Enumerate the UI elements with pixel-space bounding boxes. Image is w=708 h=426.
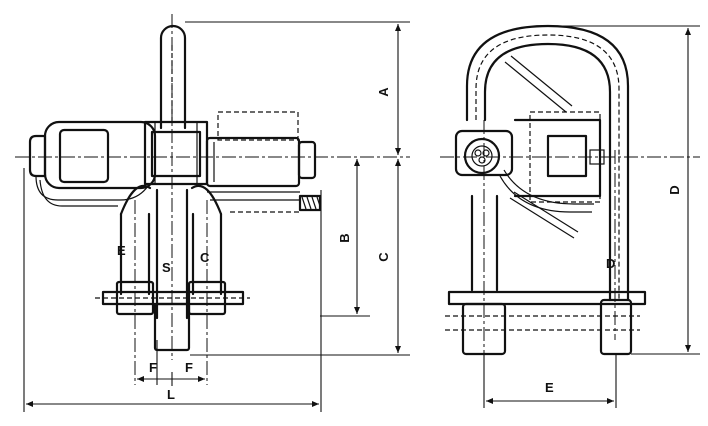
pilot-valve — [205, 111, 322, 213]
dimension-label-a: A — [376, 87, 391, 97]
dimension-label-d: D — [667, 185, 682, 194]
top-tube — [159, 24, 187, 130]
lower-ports — [95, 184, 250, 385]
pilot-end — [454, 129, 514, 177]
side-body — [513, 111, 605, 203]
port-label-c: C — [200, 250, 210, 265]
dimension-label-c: C — [376, 252, 391, 262]
side-view: D D E — [440, 24, 700, 408]
dimension-label-f-left: F — [149, 360, 157, 375]
dimension-label-f-right: F — [185, 360, 193, 375]
port-label-d: D — [606, 256, 615, 271]
dimension-label-b: B — [337, 233, 352, 242]
port-label-e: E — [117, 243, 126, 258]
side-flange — [447, 290, 647, 306]
port-label-s: S — [162, 260, 171, 275]
dimension-label-e: E — [545, 380, 554, 395]
solenoid-coil — [28, 120, 157, 207]
dimension-label-l: L — [167, 387, 175, 402]
front-view: E S C A B C F F L — [15, 14, 410, 412]
